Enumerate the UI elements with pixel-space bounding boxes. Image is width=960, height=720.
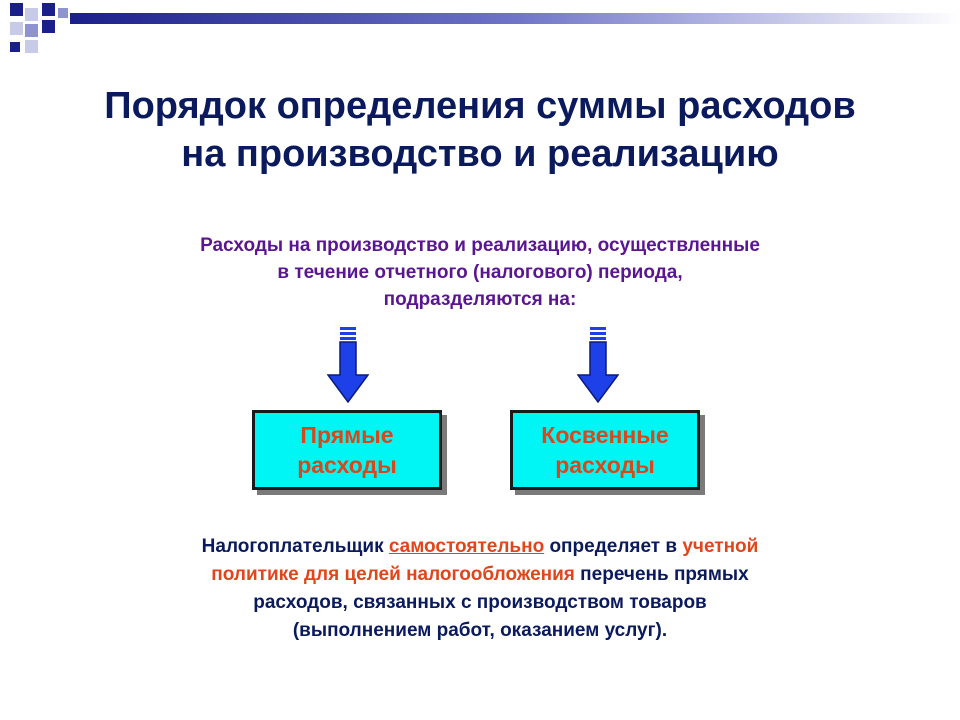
intro-line2: в течение отчетного (налогового) периода…	[277, 262, 683, 283]
indirect-expenses-line2: расходы	[555, 452, 655, 478]
note-l1-accounting: учетной	[682, 536, 759, 557]
note-line4: (выполнением работ, оказанием услуг).	[292, 620, 668, 641]
intro-line3: подразделяются на:	[383, 289, 577, 310]
page-title-line2: на производство и реализацию	[181, 133, 779, 175]
direct-expenses-line2: расходы	[297, 452, 397, 478]
note-l1-c: определяет в	[544, 536, 683, 557]
indirect-expenses-line1: Косвенные	[541, 422, 669, 448]
note-l1-independently: самостоятельно	[388, 536, 545, 557]
direct-expenses-box: Прямые расходы	[252, 410, 442, 490]
indirect-expenses-box: Косвенные расходы	[510, 410, 700, 490]
page-title: Порядок определения суммы расходов на пр…	[0, 82, 960, 178]
arrow-down-icon	[577, 327, 619, 403]
note-l2-b: перечень прямых	[574, 564, 749, 585]
intro-text: Расходы на производство и реализацию, ос…	[0, 232, 960, 313]
direct-expenses-line1: Прямые	[300, 422, 394, 448]
note-l2-policy: политике для целей налогообложения	[211, 564, 575, 585]
note-line1: Налогоплательщик самостоятельно определя…	[0, 533, 960, 561]
note-line2: политике для целей налогообложения переч…	[0, 561, 960, 589]
note-line3: расходов, связанных с производством това…	[253, 592, 707, 613]
intro-line1: Расходы на производство и реализацию, ос…	[200, 235, 760, 256]
arrow-down-icon	[327, 327, 369, 403]
note-l1-a: Налогоплательщик	[201, 536, 389, 557]
page-title-line1: Порядок определения суммы расходов	[104, 85, 856, 127]
header-decoration	[10, 3, 960, 53]
note-text: Налогоплательщик самостоятельно определя…	[0, 533, 960, 645]
